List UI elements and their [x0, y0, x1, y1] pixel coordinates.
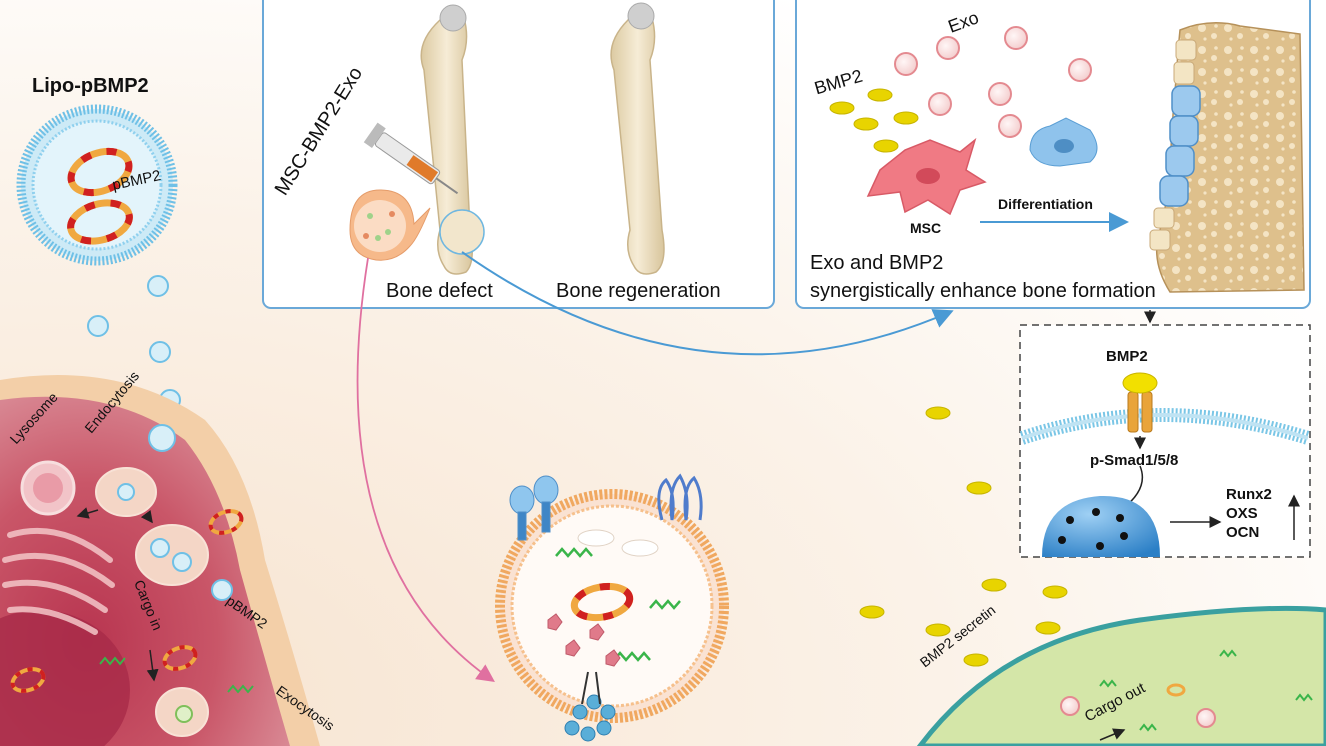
caption-line1: Exo and BMP2	[810, 252, 944, 274]
msc-label: MSC	[910, 220, 942, 236]
late-endosome	[135, 524, 209, 586]
bone-panel	[262, 0, 775, 309]
cell-membrane	[1019, 408, 1311, 445]
lipo-title: Lipo-pBMP2	[32, 75, 149, 97]
bmp-receptor	[1122, 372, 1158, 433]
femur-defect	[420, 4, 485, 275]
bone-defect-label: Bone defect	[386, 280, 493, 302]
caption-line2: synergistically enhance bone formation	[810, 280, 1156, 302]
golgi-apparatus	[2, 527, 115, 635]
gene-ocn: OCN	[1226, 524, 1260, 541]
lining-cells	[1149, 39, 1197, 251]
gene-runx2: Runx2	[1226, 486, 1272, 503]
gene-oxs: OXS	[1226, 505, 1258, 522]
secreted-bmp2	[859, 406, 1068, 667]
target-cell	[916, 605, 1326, 746]
engineered-exosome	[495, 473, 729, 742]
differentiation-label: Differentiation	[998, 196, 1093, 212]
signaling-bmp2-label: BMP2	[1106, 348, 1148, 365]
syringe	[363, 122, 459, 195]
psmad-label: p-Smad1/5/8	[1090, 452, 1179, 469]
recipient-cell	[0, 375, 320, 746]
bone-regeneration-label: Bone regeneration	[556, 280, 721, 302]
bmp2-proteins	[829, 88, 919, 153]
signaling-nucleus	[1042, 495, 1160, 557]
liposome	[16, 104, 178, 266]
exosome-callout	[349, 189, 431, 261]
exosome-particles	[894, 26, 1092, 138]
femur-regenerated	[610, 2, 665, 275]
nucleus	[0, 610, 130, 746]
injection-to-formation-arrow	[461, 251, 954, 356]
exosome-zoom-arrow	[356, 257, 495, 683]
osteoblast-layer	[1159, 85, 1201, 207]
